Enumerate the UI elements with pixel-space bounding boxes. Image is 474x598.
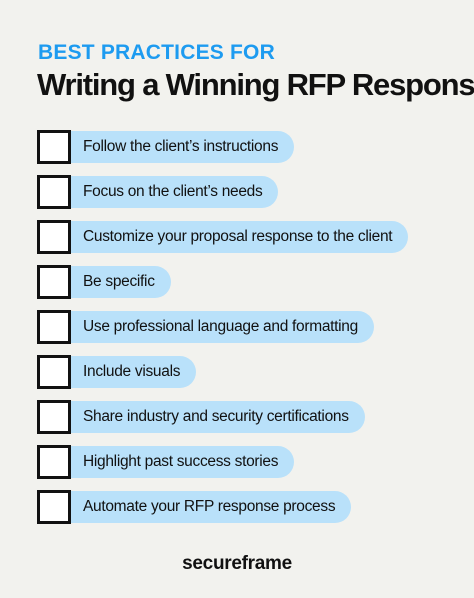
checkbox[interactable] xyxy=(37,130,71,164)
checklist-item-label: Follow the client’s instructions xyxy=(61,131,295,163)
checklist-item-label: Focus on the client’s needs xyxy=(61,176,279,208)
checklist-item-label: Highlight past success stories xyxy=(61,446,295,478)
brand-logo: secureframe xyxy=(182,553,292,574)
checkbox[interactable] xyxy=(37,445,71,479)
checklist-item-label: Include visuals xyxy=(61,356,197,388)
checklist-item-label: Use professional language and formatting xyxy=(61,311,374,343)
checkbox[interactable] xyxy=(37,310,71,344)
checklist-item-label: Automate your RFP response process xyxy=(61,491,352,523)
checkbox[interactable] xyxy=(37,400,71,434)
checkbox[interactable] xyxy=(37,265,71,299)
page-title: Writing a Winning RFP Response xyxy=(37,67,474,102)
checklist-item-label: Be specific xyxy=(61,266,171,298)
checkbox[interactable] xyxy=(37,355,71,389)
checkbox[interactable] xyxy=(37,220,71,254)
checklist-item-label: Customize your proposal response to the … xyxy=(61,221,409,253)
checklist-item-label: Share industry and security certificatio… xyxy=(61,401,365,433)
eyebrow-heading: BEST PRACTICES FOR xyxy=(38,41,275,64)
checkbox[interactable] xyxy=(37,175,71,209)
checkbox[interactable] xyxy=(37,490,71,524)
